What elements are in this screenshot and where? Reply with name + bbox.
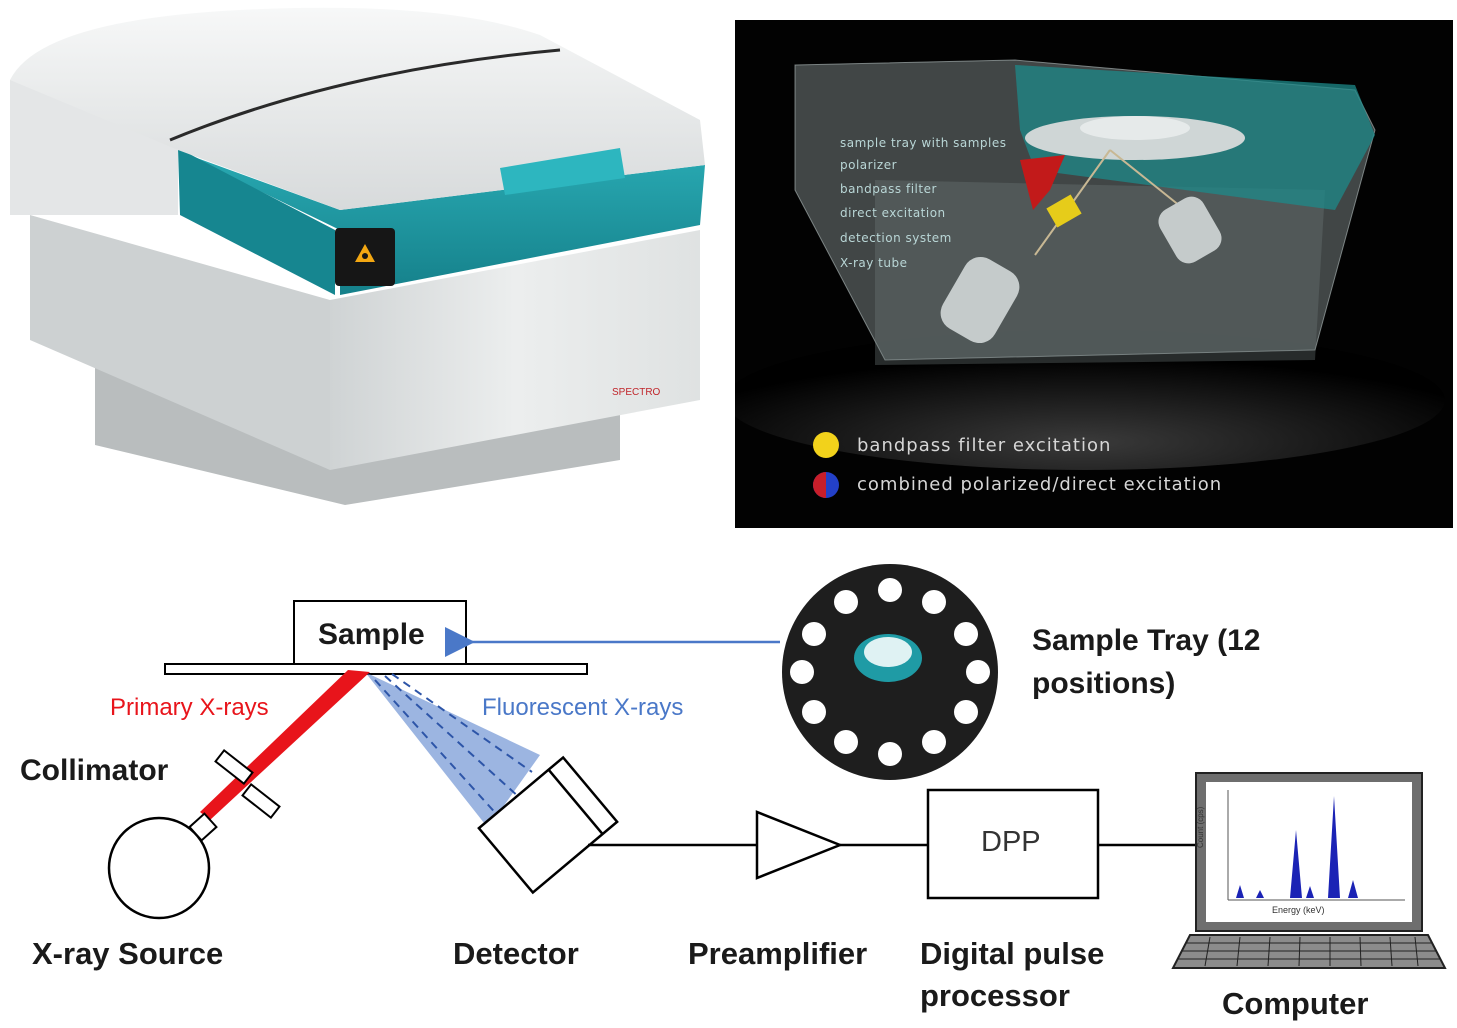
- primary-xrays-label: Primary X-rays: [110, 694, 269, 721]
- preamplifier-label: Preamplifier: [688, 936, 868, 971]
- xray-source: [107, 816, 211, 920]
- sample-label: Sample: [318, 618, 425, 651]
- cutaway-label-tray: sample tray with samples: [840, 136, 1007, 150]
- sample-stage: [164, 663, 588, 675]
- fluorescent-beam: [365, 672, 540, 828]
- primary-beam: [200, 670, 370, 820]
- computer-label: Computer: [1222, 986, 1369, 1021]
- xray-source-label: X-ray Source: [32, 936, 224, 971]
- brand-logo: SPECTRO: [612, 387, 661, 398]
- cutaway-illustration: [735, 20, 1453, 528]
- cutaway-render: sample tray with samples polarizer bandp…: [735, 20, 1453, 528]
- collimator-plate-1: [214, 748, 254, 786]
- sample-box: [293, 600, 467, 665]
- cutaway-label-direct: direct excitation: [840, 206, 946, 220]
- instrument-photo: SPECTRO: [10, 7, 705, 505]
- detector: [477, 755, 619, 895]
- legend-combined: combined polarized/direct excitation: [857, 474, 1223, 495]
- collimator-plate-2: [241, 782, 281, 820]
- dpp-label-line2: processor: [920, 978, 1070, 1013]
- computer: [1171, 772, 1447, 969]
- dpp-label-line1: Digital pulse: [920, 936, 1105, 971]
- cutaway-label-polarizer: polarizer: [840, 158, 898, 172]
- detector-label: Detector: [453, 936, 579, 971]
- legend-swatches: [813, 432, 839, 498]
- cutaway-label-tube: X-ray tube: [840, 256, 908, 270]
- dpp-box: [926, 788, 1100, 900]
- tray-label-line1: Sample Tray (12: [1032, 624, 1261, 657]
- sample-tray: [782, 564, 998, 780]
- cutaway-label-bandpass: bandpass filter: [840, 182, 937, 196]
- legend-bandpass: bandpass filter excitation: [857, 435, 1112, 456]
- cutaway-label-detection: detection system: [840, 231, 952, 245]
- tray-label-line2: positions): [1032, 667, 1176, 700]
- legend-swatch-yellow: [813, 432, 839, 458]
- fluorescent-xrays-label: Fluorescent X-rays: [482, 694, 684, 721]
- collimator-label: Collimator: [20, 754, 169, 787]
- screen-ylabel: Count (cps): [1196, 806, 1205, 848]
- preamplifier: [755, 810, 844, 880]
- dpp-box-label: DPP: [981, 826, 1041, 858]
- screen-xlabel: Energy (keV): [1272, 905, 1325, 915]
